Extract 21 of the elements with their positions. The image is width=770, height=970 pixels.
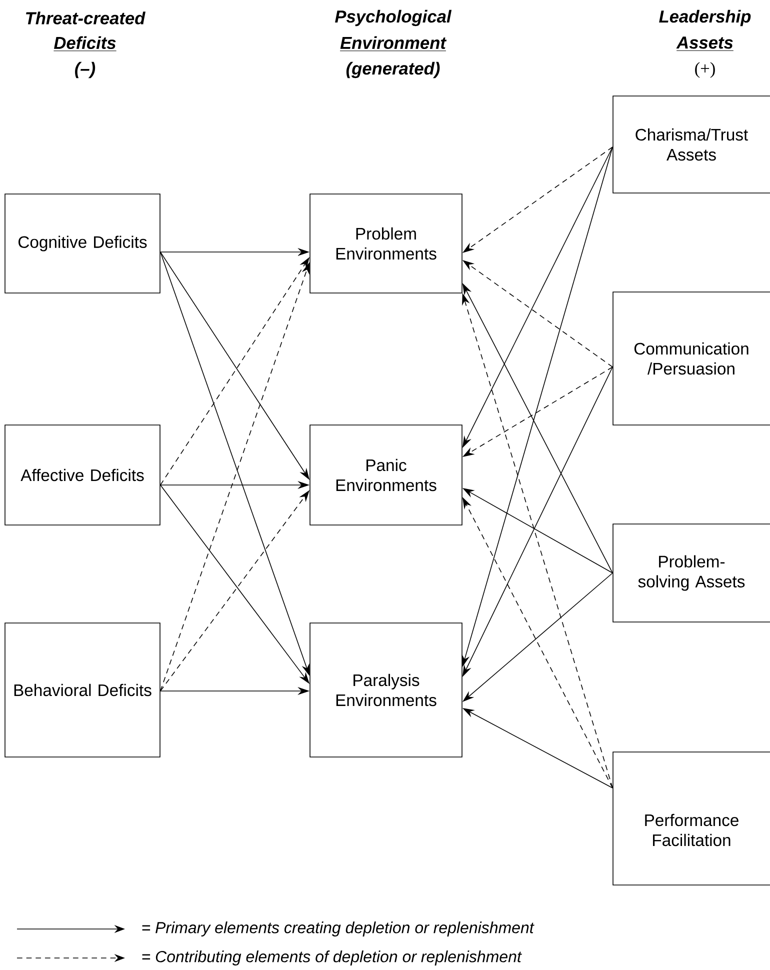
column-heading: Leadership	[659, 10, 751, 26]
column-heading: Deficits	[53, 36, 117, 52]
column-heading: Assets	[676, 36, 734, 51]
legend-text: = Contributing elements of depletion or replenishment	[142, 950, 522, 966]
column-heading: Environment	[340, 36, 447, 52]
box: Affective Deficits	[4, 424, 160, 526]
box: Panic Environments	[310, 424, 462, 526]
box: Cognitive Deficits	[4, 194, 160, 294]
box: Paralysis Environments	[310, 622, 462, 758]
column-heading: (+)	[695, 62, 715, 78]
column-heading: Psychological	[335, 10, 452, 26]
column-heading: Threat-created	[26, 12, 146, 24]
box: Communication /Persuasion	[612, 292, 770, 426]
box: Problem Environments	[310, 194, 462, 294]
column-heading: (generated)	[346, 62, 440, 78]
legend-text: = Primary elements creating depletion or replenishment	[142, 922, 534, 936]
column-heading: (–)	[75, 62, 96, 78]
box: Charisma/Trust Assets	[612, 96, 770, 194]
box: Behavioral Deficits	[4, 622, 160, 758]
box: Problem-solving Assets	[612, 524, 770, 622]
box: Performance Facilitation	[612, 752, 770, 886]
